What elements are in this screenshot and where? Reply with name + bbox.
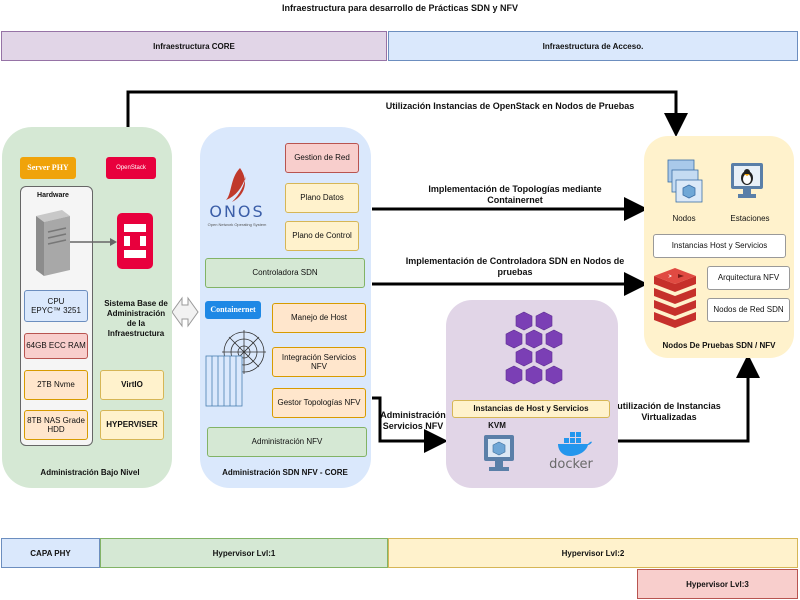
arrow-vm-to-nodes [618, 354, 760, 443]
server-phy-badge: Server PHY [20, 157, 76, 179]
label-openstack-uso: Utilización Instancias de OpenStack en N… [385, 101, 635, 111]
server-icon [36, 210, 70, 276]
server-to-openstack-arrow [70, 238, 117, 246]
kvm-label: KVM [488, 421, 506, 430]
instancias-host-box: Instancias Host y Servicios [653, 234, 786, 258]
virtio-box: VirtIO [100, 370, 164, 400]
admin-nfv-box: Administración NFV [207, 427, 367, 457]
manejo-host-box: Manejo de Host [272, 303, 366, 333]
vm-instancias-box: Instancias de Host y Servicios [452, 400, 610, 418]
ram-box: 64GB ECC RAM [24, 333, 88, 359]
nvme-box: 2TB Nvme [24, 370, 88, 400]
gestion-red-box: Gestion de Red [285, 143, 359, 173]
capa-phy-band: CAPA PHY [1, 538, 100, 568]
nodos-label: Nodos [672, 214, 696, 223]
plano-control-box: Plano de Control [285, 221, 359, 251]
linux-station-icon [731, 163, 763, 198]
docker-logo-text: docker [549, 457, 593, 472]
left-panel-title: Administración Bajo Nivel [40, 468, 140, 477]
mid-panel-title: Administración SDN NFV - CORE [222, 468, 348, 477]
onos-subtitle: Open Network Operating System [207, 222, 267, 227]
docker-whale-icon [558, 432, 592, 456]
gestor-topologias-box: Gestor Topologías NFV [272, 388, 366, 418]
double-arrow [171, 296, 199, 328]
onos-bird-icon [226, 168, 246, 202]
hypervisor-lvl1-band: Hypervisor Lvl:1 [100, 538, 388, 568]
nodos-cubes-icon [667, 159, 703, 203]
right-panel-title: Nodos De Pruebas SDN / NFV [662, 341, 776, 350]
hyperviser-box: HYPERVISER [100, 410, 164, 440]
label-controladora: Implementación de Controladora SDN en No… [405, 256, 625, 278]
containernet-icon [205, 330, 266, 407]
hypervisor-lvl3-band: Hypervisor Lvl:3 [637, 569, 798, 599]
kvm-icon [484, 435, 514, 471]
onos-logo-text: ONOS [209, 202, 265, 221]
plano-datos-box: Plano Datos [285, 183, 359, 213]
hypervisor-lvl2-band: Hypervisor Lvl:2 [388, 538, 798, 568]
arquitectura-nfv-box: Arquitectura NFV [707, 266, 790, 290]
label-containernet-topo: Implementación de Topologías mediante Co… [428, 184, 602, 206]
integracion-nfv-box: Integración Servicios NFV [272, 347, 366, 377]
label-admin-servicios: Administración Servicios NFV [380, 410, 446, 432]
hdd-box: 8TB NAS Grade HDD [24, 410, 88, 440]
cpu-box: CPU EPYC™ 3251 [24, 290, 88, 322]
hardware-label: Hardware [37, 192, 69, 199]
redis-stack-icon [654, 268, 696, 328]
controladora-box: Controladora SDN [205, 258, 365, 288]
estaciones-label: Estaciones [730, 214, 770, 223]
nodos-red-sdn-box: Nodos de Red SDN [707, 298, 790, 322]
containernet-badge: Containernet [205, 301, 261, 319]
label-virtualizadas: utilización de Instancias Virtualizadas [617, 401, 721, 423]
sistema-base-label: Sistema Base de Administración de la Inf… [104, 299, 168, 338]
openstack-badge: OpenStack [106, 157, 156, 179]
arrow-admin-to-vm [372, 396, 448, 453]
kubernetes-cluster-icon [505, 311, 563, 385]
core-band: Infraestructura CORE [1, 31, 387, 61]
access-band: Infraestructura de Acceso. [388, 31, 798, 61]
diagram-title: Infraestructura para desarrollo de Práct… [281, 3, 519, 13]
openstack-logo-icon [117, 213, 153, 269]
arrow-openstack-to-nodes [126, 90, 688, 137]
